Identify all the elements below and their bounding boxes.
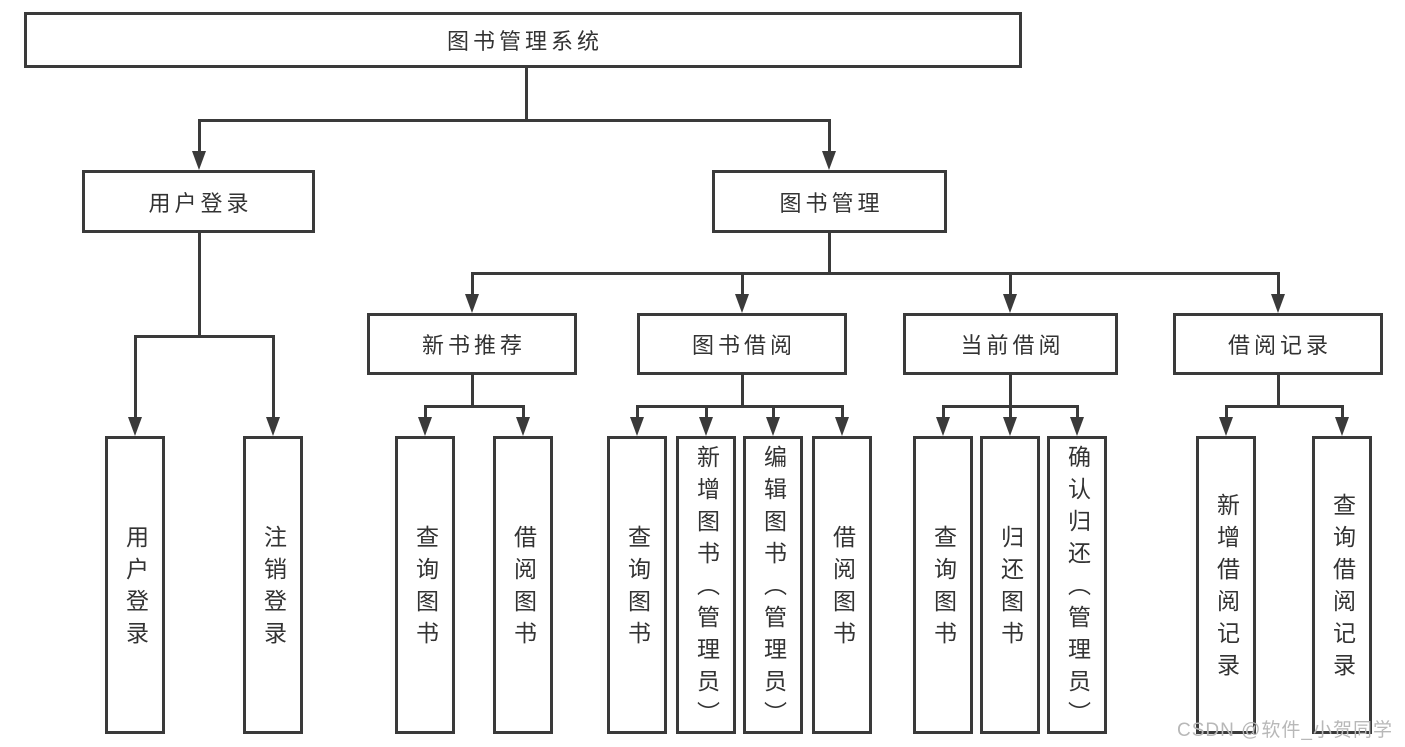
connector-arrow-line (1341, 405, 1344, 420)
node-book-borrowing-label: 图书借阅 (691, 333, 796, 358)
leaf-add-borrow-record: 新增借阅记录 (1196, 436, 1256, 734)
connector-stem-book-management (828, 233, 831, 275)
node-book-management: 图书管理 (712, 170, 947, 233)
leaf-borrow-books-borrowing-label: 借阅图书 (829, 525, 856, 653)
arrow-down-icon (822, 151, 836, 170)
connector-branch-book-management (471, 272, 1280, 275)
connector-arrow-line (198, 119, 201, 154)
leaf-borrow-books-recommend: 借阅图书 (493, 436, 553, 734)
arrow-down-icon (418, 417, 432, 436)
connector-arrow-line (741, 272, 744, 297)
node-new-book-recommend: 新书推荐 (367, 313, 577, 375)
arrow-down-icon (1003, 294, 1017, 313)
leaf-borrow-books-borrowing: 借阅图书 (812, 436, 872, 734)
connector-stem-new-book-recommend (471, 375, 474, 408)
connector-arrow-line (636, 405, 639, 420)
leaf-query-books-borrowing: 查询图书 (607, 436, 667, 734)
node-current-borrowing-label: 当前借阅 (960, 333, 1065, 358)
leaf-borrow-books-recommend-label: 借阅图书 (510, 525, 537, 653)
leaf-user-login: 用户登录 (105, 436, 165, 734)
node-current-borrowing: 当前借阅 (903, 313, 1118, 375)
leaf-query-books-borrowing-label: 查询图书 (624, 525, 651, 653)
connector-arrow-line (828, 119, 831, 154)
arrow-down-icon (936, 417, 950, 436)
node-borrowing-records-label: 借阅记录 (1227, 333, 1332, 358)
leaf-add-book-admin: 新增图书（管理员） (676, 436, 736, 734)
connector-stem-borrowing-records (1277, 375, 1280, 408)
node-root-label: 图书管理系统 (446, 29, 603, 54)
connector-arrow-line (772, 405, 775, 420)
node-user-login-label: 用户登录 (148, 190, 253, 216)
connector-arrow-line (1225, 405, 1228, 420)
connector-arrow-line (942, 405, 945, 420)
node-root-library-system: 图书管理系统 (24, 12, 1022, 68)
csdn-watermark: CSDN @软件_小贺同学 (1177, 720, 1393, 741)
arrow-down-icon (1271, 294, 1285, 313)
connector-arrow-line (1277, 272, 1280, 297)
leaf-logout: 注销登录 (243, 436, 303, 734)
leaf-confirm-return-admin-label: 确认归还（管理员） (1064, 445, 1091, 733)
arrow-down-icon (192, 151, 206, 170)
connector-stem-user-login (198, 233, 201, 338)
connector-arrow-line (134, 335, 137, 420)
connector-arrow-line (272, 335, 275, 420)
leaf-confirm-return-admin: 确认归还（管理员） (1047, 436, 1107, 734)
leaf-query-books-current-label: 查询图书 (930, 525, 957, 653)
arrow-down-icon (766, 417, 780, 436)
connector-branch-root (198, 119, 831, 122)
arrow-down-icon (699, 417, 713, 436)
node-book-management-label: 图书管理 (779, 190, 884, 216)
connector-arrow-line (705, 405, 708, 420)
connector-branch-borrowing-records (1225, 405, 1344, 408)
arrow-down-icon (735, 294, 749, 313)
arrow-down-icon (835, 417, 849, 436)
connector-stem-current-borrowing (1009, 375, 1012, 408)
arrow-down-icon (1003, 417, 1017, 436)
leaf-query-books-recommend: 查询图书 (395, 436, 455, 734)
arrow-down-icon (630, 417, 644, 436)
arrow-down-icon (1335, 417, 1349, 436)
leaf-query-books-recommend-label: 查询图书 (412, 525, 439, 653)
leaf-query-books-current: 查询图书 (913, 436, 973, 734)
connector-arrow-line (1009, 272, 1012, 297)
arrow-down-icon (516, 417, 530, 436)
node-book-borrowing: 图书借阅 (637, 313, 847, 375)
connector-branch-new-book-recommend (424, 405, 525, 408)
connector-arrow-line (522, 405, 525, 420)
arrow-down-icon (1219, 417, 1233, 436)
arrow-down-icon (465, 294, 479, 313)
connector-branch-user-login (134, 335, 275, 338)
leaf-add-borrow-record-label: 新增借阅记录 (1213, 493, 1240, 685)
connector-branch-book-borrowing (636, 405, 844, 408)
node-new-book-recommend-label: 新书推荐 (421, 333, 526, 358)
leaf-add-book-admin-label: 新增图书（管理员） (693, 445, 720, 733)
node-user-login: 用户登录 (82, 170, 315, 233)
leaf-edit-book-admin-label: 编辑图书（管理员） (760, 445, 787, 733)
leaf-query-borrow-record: 查询借阅记录 (1312, 436, 1372, 734)
connector-arrow-line (1076, 405, 1079, 420)
leaf-return-book-label: 归还图书 (997, 525, 1024, 653)
connector-stem-book-borrowing (741, 375, 744, 408)
connector-arrow-line (1009, 405, 1012, 420)
leaf-edit-book-admin: 编辑图书（管理员） (743, 436, 803, 734)
arrow-down-icon (266, 417, 280, 436)
leaf-logout-label: 注销登录 (260, 525, 287, 653)
leaf-user-login-label: 用户登录 (122, 525, 149, 653)
connector-arrow-line (471, 272, 474, 297)
arrow-down-icon (128, 417, 142, 436)
leaf-return-book: 归还图书 (980, 436, 1040, 734)
arrow-down-icon (1070, 417, 1084, 436)
connector-stem-root (525, 68, 528, 122)
leaf-query-borrow-record-label: 查询借阅记录 (1329, 493, 1356, 685)
node-borrowing-records: 借阅记录 (1173, 313, 1383, 375)
connector-arrow-line (424, 405, 427, 420)
connector-arrow-line (841, 405, 844, 420)
